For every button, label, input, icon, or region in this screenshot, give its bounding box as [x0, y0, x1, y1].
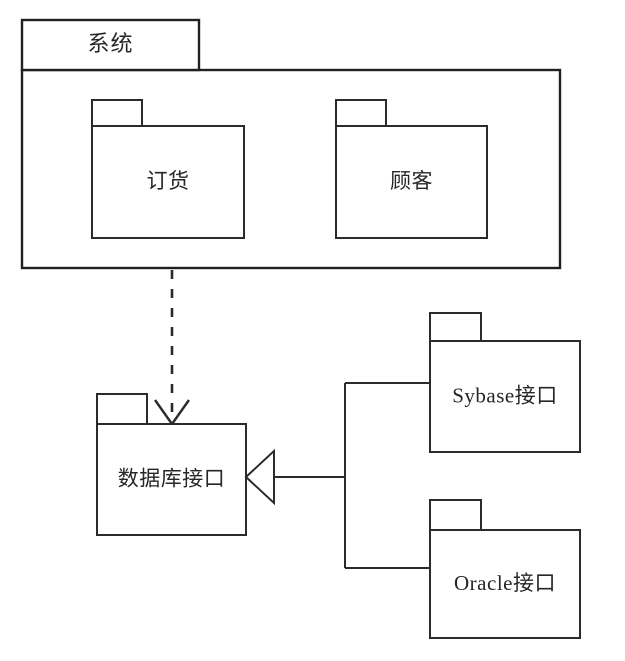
package-system-tab: [20, 18, 201, 72]
package-order-body: [91, 125, 245, 239]
package-customer[interactable]: 顾客: [335, 99, 488, 239]
package-oracle-interface-tab: [429, 499, 482, 531]
dependency-connector[interactable]: [154, 270, 190, 427]
package-sybase-interface-body: [429, 340, 581, 453]
package-oracle-interface-label: Oracle接口: [454, 571, 556, 595]
package-oracle-interface[interactable]: Oracle接口: [429, 499, 581, 639]
package-customer-label: 顾客: [390, 169, 433, 193]
package-system-label: 系统: [87, 31, 133, 56]
generalization-triangle-icon: [244, 448, 275, 506]
package-database-interface-body: [96, 423, 247, 536]
package-sybase-interface-tab: [429, 312, 482, 342]
package-sybase-interface[interactable]: Sybase接口: [429, 312, 581, 453]
generalization-connector[interactable]: [244, 382, 430, 569]
package-customer-tab: [335, 99, 387, 127]
package-sybase-interface-label: Sybase接口: [452, 383, 558, 407]
package-database-interface-label: 数据库接口: [118, 466, 226, 490]
package-database-interface[interactable]: 数据库接口: [96, 393, 247, 536]
package-order[interactable]: 订货: [91, 99, 245, 239]
package-oracle-interface-body: [429, 529, 581, 639]
package-database-interface-tab: [96, 393, 148, 425]
package-order-tab: [91, 99, 143, 127]
package-customer-body: [335, 125, 488, 239]
package-order-label: 订货: [147, 169, 190, 193]
